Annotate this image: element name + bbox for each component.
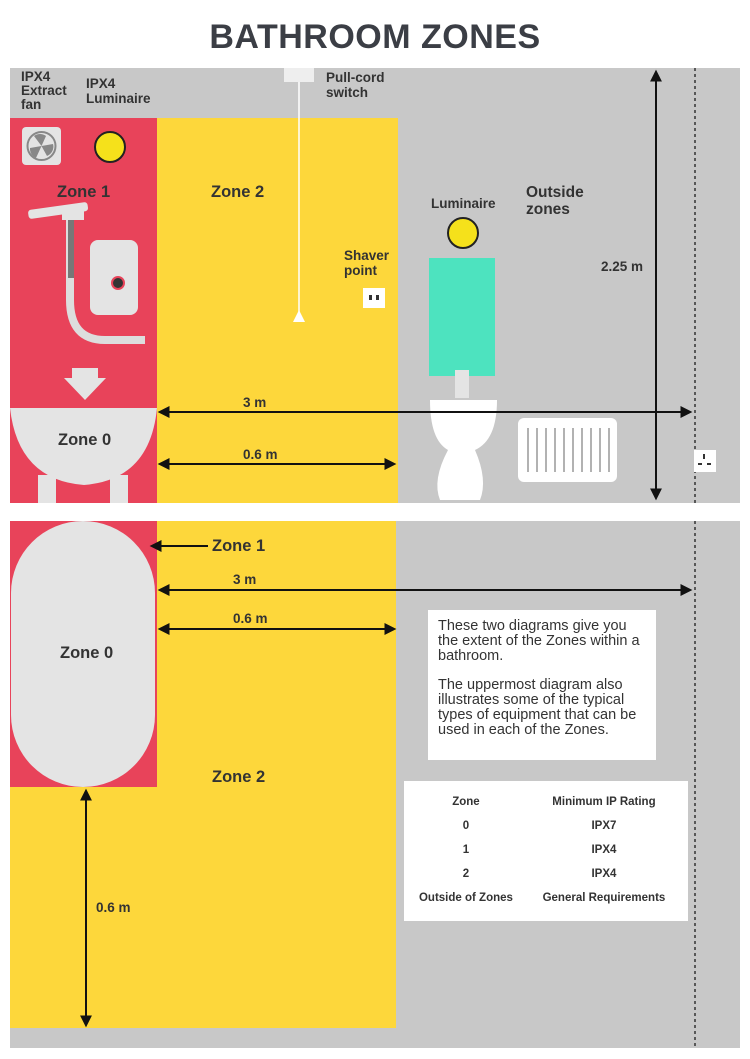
height-dimension-label: 2.25 m	[601, 259, 644, 274]
bottom-bath-zone0	[11, 521, 155, 787]
bottom-3m-label: 3 m	[233, 572, 257, 587]
bottom-06m-label: 0.6 m	[233, 611, 268, 626]
table-row: 0 IPX7	[462, 820, 617, 832]
ip-rating-table: Zone Minimum IP Rating 0 IPX7 1 IPX4 2 I…	[404, 781, 688, 921]
bottom-zone0-label: Zone 0	[60, 644, 114, 662]
pull-cord-switch-icon	[284, 68, 314, 322]
info-paragraph-2: The uppermost diagram also illustrates s…	[438, 677, 637, 738]
page-title: BATHROOM ZONES	[209, 18, 541, 56]
electric-shower-icon	[28, 202, 145, 400]
extract-fan-icon	[22, 127, 61, 165]
radiator-icon	[518, 418, 617, 482]
table-row: 2 IPX4	[462, 868, 617, 880]
top-zone1-label: Zone 1	[57, 183, 111, 201]
top-zone2-label: Zone 2	[211, 183, 265, 201]
bottom-zone1-label: Zone 1	[212, 537, 266, 555]
table-header-ip: Minimum IP Rating	[552, 796, 656, 808]
luminaire-icon	[447, 217, 479, 249]
outside-zones-label: Outside zones	[526, 184, 584, 218]
ipx4-luminaire-label: IPX4 Luminaire	[86, 76, 151, 106]
bottom-vertical-06m-label: 0.6 m	[96, 900, 131, 915]
socket-icon	[694, 450, 716, 472]
bottom-zone2-label: Zone 2	[212, 768, 266, 786]
shaver-point-icon	[363, 288, 385, 308]
table-row: 1 IPX4	[462, 844, 617, 856]
table-header-zone: Zone	[452, 796, 480, 808]
extract-fan-label: IPX4 Extract fan	[21, 69, 67, 112]
top-3m-label: 3 m	[243, 395, 267, 410]
shaver-point-label: Shaver point	[344, 248, 390, 278]
ipx4-luminaire-icon	[94, 131, 126, 163]
info-box: These two diagrams give you the extent o…	[428, 610, 656, 760]
info-paragraph-1: These two diagrams give you the extent o…	[438, 618, 640, 664]
table-header-row: Zone Minimum IP Rating	[408, 790, 684, 814]
top-zone0-label: Zone 0	[58, 431, 112, 449]
top-zone2-area	[157, 118, 398, 503]
table-row: Outside of Zones General Requirements	[418, 892, 666, 904]
pull-cord-label: Pull-cord switch	[326, 70, 385, 100]
cistern-panel	[429, 258, 495, 376]
luminaire-label: Luminaire	[431, 196, 496, 211]
top-06m-label: 0.6 m	[243, 447, 278, 462]
bath-icon	[10, 408, 157, 503]
toilet-icon	[430, 370, 497, 500]
